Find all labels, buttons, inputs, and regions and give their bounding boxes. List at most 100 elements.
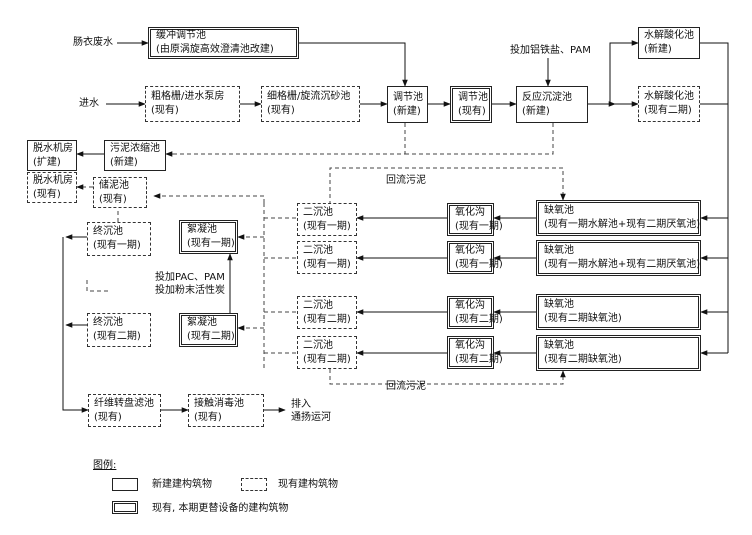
final-clarifier-phase1-name: 终沉池 xyxy=(93,226,123,237)
legend-title: 图例: xyxy=(93,460,117,471)
coarse-screen-name: 粗格栅/进水泵房 xyxy=(151,91,225,102)
discharge-label-2: 通扬运河 xyxy=(291,412,331,423)
dewatering-existing-name: 脱水机房 xyxy=(33,174,73,186)
oxidation-ditch-1a-box: 氧化沟 (现有一期) xyxy=(447,203,503,236)
return-sludge-top-label: 回流污泥 xyxy=(386,175,426,186)
oxidation-ditch-2b-status: (现有二期) xyxy=(455,353,503,365)
contact-disinfection-status: (现有) xyxy=(194,411,222,423)
flocculation-phase2-box: 絮凝池 (现有二期) xyxy=(179,313,238,347)
secondary-clarifier-2a-box: 二沉池 (现有二期) xyxy=(297,296,357,329)
secondary-clarifier-1b-name: 二沉池 xyxy=(303,244,333,256)
discharge-label-1: 排入 xyxy=(291,399,311,410)
fiber-disc-filter-status: (现有) xyxy=(94,411,122,423)
dewatering-expanded-name: 脱水机房 xyxy=(33,142,73,154)
hydrolysis-existing-name: 水解酸化池 xyxy=(644,91,694,102)
legend-existing-label: 现有建构筑物 xyxy=(278,479,338,490)
anoxic-pool-2b-status: (现有二期缺氧池) xyxy=(544,354,622,365)
legend-existing-swatch xyxy=(241,478,267,491)
final-clarifier-phase2-box: 终沉池 (现有二期) xyxy=(87,313,151,347)
adjustment-pool-existing-box: 调节池 (现有) xyxy=(450,86,492,123)
dosing-iron-aluminum-label: 投加铝铁盐、PAM xyxy=(510,45,591,56)
anoxic-pool-2b-name: 缺氧池 xyxy=(544,340,574,351)
final-clarifier-phase1-box: 终沉池 (现有一期) xyxy=(87,222,151,256)
oxidation-ditch-2a-box: 氧化沟 (现有二期) xyxy=(447,296,503,329)
secondary-clarifier-1a-box: 二沉池 (现有一期) xyxy=(297,203,357,236)
oxidation-ditch-1b-box: 氧化沟 (现有一期) xyxy=(447,241,503,274)
anoxic-pool-1b-status: (现有一期水解池+现有二期厌氧池) xyxy=(544,259,701,270)
anoxic-pool-1b-box: 缺氧池 (现有一期水解池+现有二期厌氧池) xyxy=(536,240,701,276)
hydrolysis-new-status: (新建) xyxy=(644,44,672,55)
fine-screen-name: 细格栅/旋流沉砂池 xyxy=(267,91,351,102)
secondary-clarifier-2a-status: (现有二期) xyxy=(303,313,351,325)
adjustment-pool-existing-name: 调节池 xyxy=(458,91,488,103)
dewatering-existing-box: 脱水机房 (现有) xyxy=(27,172,77,203)
anoxic-pool-1a-name: 缺氧池 xyxy=(544,205,574,216)
buffer-pool-status: (由原涡旋高效澄清池改建) xyxy=(156,44,274,55)
oxidation-ditch-1a-name: 氧化沟 xyxy=(455,206,485,218)
influent-label: 进水 xyxy=(79,98,99,109)
reaction-sedimentation-box: 反应沉淀池 (新建) xyxy=(516,86,588,123)
legend-upgrade-label: 现有, 本期更替设备的建构筑物 xyxy=(152,503,289,514)
flocculation-phase1-name: 絮凝池 xyxy=(187,224,217,235)
sludge-thickener-name: 污泥浓缩池 xyxy=(110,142,160,154)
secondary-clarifier-2b-status: (现有二期) xyxy=(303,353,351,365)
fiber-disc-filter-box: 纤维转盘滤池 (现有) xyxy=(88,394,161,427)
sludge-storage-name: 储泥池 xyxy=(99,179,129,191)
oxidation-ditch-2b-name: 氧化沟 xyxy=(455,339,485,351)
anoxic-pool-1b-name: 缺氧池 xyxy=(544,245,574,256)
textile-wastewater-label: 肠衣废水 xyxy=(73,37,113,48)
sludge-thickener-status: (新建) xyxy=(110,156,138,168)
anoxic-pool-2a-box: 缺氧池 (现有二期缺氧池) xyxy=(536,294,701,330)
oxidation-ditch-1b-name: 氧化沟 xyxy=(455,244,485,256)
coarse-screen-status: (现有) xyxy=(151,105,179,116)
dewatering-existing-status: (现有) xyxy=(33,188,61,200)
adjustment-pool-existing-status: (现有) xyxy=(458,105,486,117)
hydrolysis-existing-box: 水解酸化池 (现有二期) xyxy=(638,86,700,122)
contact-disinfection-box: 接触消毒池 (现有) xyxy=(188,394,264,427)
hydrolysis-existing-status: (现有二期) xyxy=(644,105,692,116)
sludge-storage-box: 储泥池 (现有) xyxy=(93,177,147,208)
dosing-carbon-label: 投加粉末活性炭 xyxy=(155,285,225,296)
sludge-thickener-box: 污泥浓缩池 (新建) xyxy=(104,140,166,171)
adjustment-pool-new-status: (新建) xyxy=(393,105,421,117)
contact-disinfection-name: 接触消毒池 xyxy=(194,397,244,409)
oxidation-ditch-1a-status: (现有一期) xyxy=(455,220,503,232)
anoxic-pool-2b-box: 缺氧池 (现有二期缺氧池) xyxy=(536,335,701,371)
reaction-sedimentation-name: 反应沉淀池 xyxy=(522,91,572,103)
legend-new-label: 新建建构筑物 xyxy=(152,479,212,490)
fine-screen-box: 细格栅/旋流沉砂池 (现有) xyxy=(261,86,360,122)
final-clarifier-phase2-status: (现有二期) xyxy=(93,331,141,342)
final-clarifier-phase2-name: 终沉池 xyxy=(93,317,123,328)
hydrolysis-new-name: 水解酸化池 xyxy=(644,30,694,41)
legend-upgrade-swatch xyxy=(112,501,138,514)
secondary-clarifier-2b-box: 二沉池 (现有二期) xyxy=(297,336,357,369)
secondary-clarifier-1a-status: (现有一期) xyxy=(303,220,351,232)
adjustment-pool-new-name: 调节池 xyxy=(393,91,423,103)
dosing-pac-pam-label: 投加PAC、PAM xyxy=(155,272,225,283)
return-sludge-bottom-label: 回流污泥 xyxy=(386,381,426,392)
dewatering-expanded-status: (扩建) xyxy=(33,156,61,168)
fine-screen-status: (现有) xyxy=(267,105,295,116)
hydrolysis-new-box: 水解酸化池 (新建) xyxy=(638,27,700,59)
secondary-clarifier-2b-name: 二沉池 xyxy=(303,339,333,351)
secondary-clarifier-1b-status: (现有一期) xyxy=(303,258,351,270)
adjustment-pool-new-box: 调节池 (新建) xyxy=(387,86,428,123)
flocculation-phase2-status: (现有二期) xyxy=(187,331,235,342)
legend-new-swatch xyxy=(112,478,138,491)
oxidation-ditch-2a-name: 氧化沟 xyxy=(455,299,485,311)
dewatering-expanded-box: 脱水机房 (扩建) xyxy=(27,140,77,171)
oxidation-ditch-2a-status: (现有二期) xyxy=(455,313,503,325)
fiber-disc-filter-name: 纤维转盘滤池 xyxy=(94,397,154,409)
anoxic-pool-2a-name: 缺氧池 xyxy=(544,299,574,310)
buffer-pool-box: 缓冲调节池 (由原涡旋高效澄清池改建) xyxy=(148,27,299,59)
anoxic-pool-1a-status: (现有一期水解池+现有二期厌氧池) xyxy=(544,219,701,230)
reaction-sedimentation-status: (新建) xyxy=(522,105,550,117)
secondary-clarifier-1b-box: 二沉池 (现有一期) xyxy=(297,241,357,274)
sludge-storage-status: (现有) xyxy=(99,193,127,205)
flocculation-phase1-status: (现有一期) xyxy=(187,238,235,249)
oxidation-ditch-2b-box: 氧化沟 (现有二期) xyxy=(447,336,503,369)
flocculation-phase2-name: 絮凝池 xyxy=(187,317,217,328)
flocculation-phase1-box: 絮凝池 (现有一期) xyxy=(179,220,238,254)
